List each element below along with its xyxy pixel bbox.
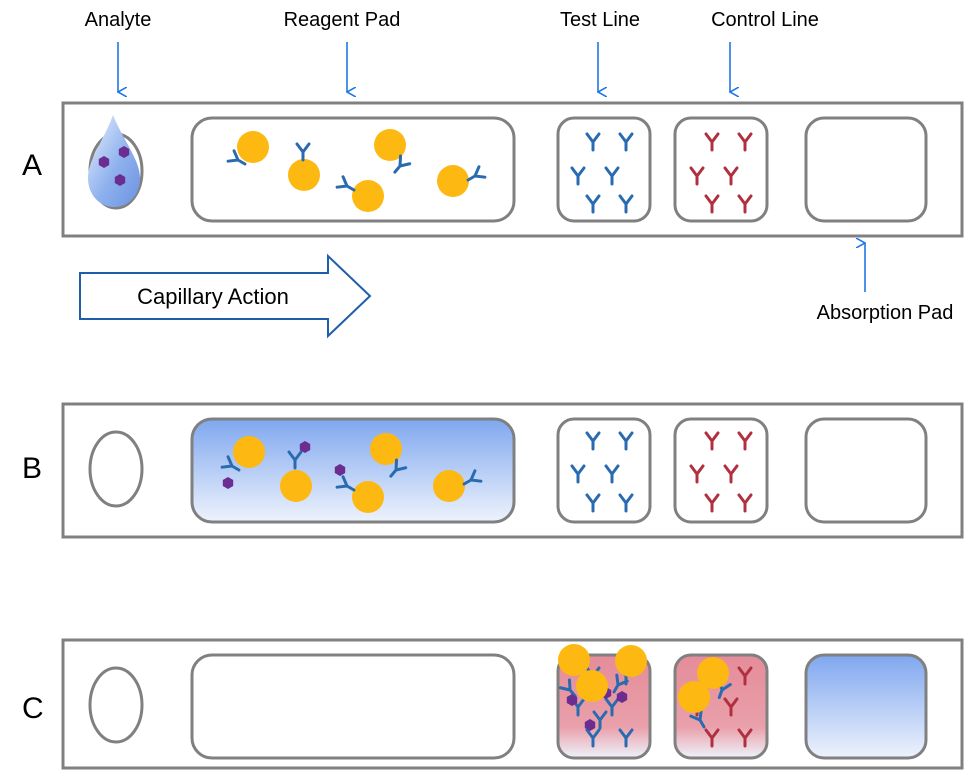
label-test-line: Test Line [560, 9, 640, 31]
antibody-icon [704, 194, 720, 214]
capillary-action-label: Capillary Action [137, 284, 289, 309]
strip-row-a [61, 101, 964, 238]
gold-nanoparticle-icon [678, 681, 710, 713]
antibody-icon [592, 710, 608, 730]
gold-nanoparticle-icon [576, 670, 608, 702]
analyte-icon [616, 691, 628, 703]
antibody-icon [226, 149, 247, 166]
antibody-icon [737, 431, 753, 451]
antibody-icon [393, 154, 412, 174]
reagent-pad-b [190, 417, 516, 524]
antibody-icon [723, 464, 739, 484]
antibody-icon [220, 455, 241, 472]
gold-nanoparticle-icon [237, 131, 269, 163]
antibody-icon [704, 728, 720, 748]
antibody-icon [689, 464, 705, 484]
gold-nanoparticle-icon [615, 645, 647, 677]
antibody-icon [704, 493, 720, 513]
antibody-icon [585, 431, 601, 451]
absorption-pad-c [804, 653, 928, 760]
sample-pad-c [88, 666, 144, 744]
control-line-pad-a [673, 116, 769, 223]
row-label-b: B [22, 452, 42, 485]
antibody-icon [737, 666, 753, 686]
strip-row-b [61, 402, 964, 539]
antibody-icon [466, 165, 487, 182]
antibody-icon [723, 166, 739, 186]
antibody-icon [618, 132, 634, 152]
gold-nanoparticle-icon [352, 481, 384, 513]
analyte-icon [566, 694, 578, 706]
strip-row-c [61, 638, 964, 770]
molecules-layer [98, 129, 753, 748]
gold-nanoparticle-icon [374, 129, 406, 161]
label-control-line: Control Line [711, 9, 819, 31]
label-reagent-pad: Reagent Pad [284, 9, 401, 31]
antibody-icon [585, 132, 601, 152]
pointer-arrows [118, 42, 865, 292]
droplet-icon [88, 115, 140, 207]
label-analyte: Analyte [85, 9, 152, 31]
antibody-icon [389, 458, 408, 478]
row-label-a: A [22, 149, 42, 182]
analyte-icon [584, 719, 596, 731]
antibody-icon [737, 132, 753, 152]
antibody-icon [335, 475, 356, 492]
antibody-icon [689, 166, 705, 186]
label-absorption-pad: Absorption Pad [817, 302, 954, 324]
antibody-icon [689, 708, 706, 729]
antibody-icon [570, 464, 586, 484]
antibody-icon [558, 678, 577, 698]
gold-nanoparticle-icon [558, 644, 590, 676]
capillary-action-arrow: Capillary Action [79, 253, 372, 339]
gold-nanoparticle-icon [370, 433, 402, 465]
antibody-icon [618, 431, 634, 451]
gold-nanoparticle-icon [280, 470, 312, 502]
analyte-icon [334, 464, 346, 476]
antibody-icon [585, 493, 601, 513]
reagent-pad-c [190, 653, 516, 760]
antibody-icon [723, 697, 739, 717]
antibody-icon [570, 166, 586, 186]
sample-pad-b [88, 430, 144, 508]
antibody-icon [737, 194, 753, 214]
antibody-icon [287, 450, 303, 470]
antibody-icon [618, 493, 634, 513]
absorption-pad-a [804, 116, 928, 223]
antibody-icon [737, 493, 753, 513]
antibody-icon [618, 194, 634, 214]
antibody-icon [612, 673, 629, 694]
reagent-pad-a [190, 116, 516, 223]
control-line-pad-b [673, 417, 769, 524]
antibody-icon [462, 469, 483, 486]
antibody-icon [604, 166, 620, 186]
gold-nanoparticle-icon [697, 657, 729, 689]
antibody-icon [295, 142, 311, 162]
gold-nanoparticle-icon [352, 180, 384, 212]
antibody-icon [704, 431, 720, 451]
gold-nanoparticle-icon [437, 165, 469, 197]
row-label-c: C [22, 692, 44, 725]
gold-nanoparticle-icon [288, 159, 320, 191]
analyte-icon [299, 441, 311, 453]
antibody-icon [737, 728, 753, 748]
test-line-pad-b [556, 417, 652, 524]
antibody-icon [585, 728, 601, 748]
antibody-icon [704, 132, 720, 152]
analyte-icon [98, 156, 110, 168]
gold-nanoparticle-icon [233, 436, 265, 468]
antibody-icon [585, 194, 601, 214]
antibody-icon [618, 728, 634, 748]
analyte-icon [118, 146, 130, 158]
absorption-pad-b [804, 417, 928, 524]
antibody-icon [604, 464, 620, 484]
antibody-icon [604, 697, 620, 717]
analyte-icon [114, 174, 126, 186]
analyte-icon [222, 477, 234, 489]
gold-nanoparticle-icon [433, 470, 465, 502]
antibody-icon [335, 175, 356, 192]
